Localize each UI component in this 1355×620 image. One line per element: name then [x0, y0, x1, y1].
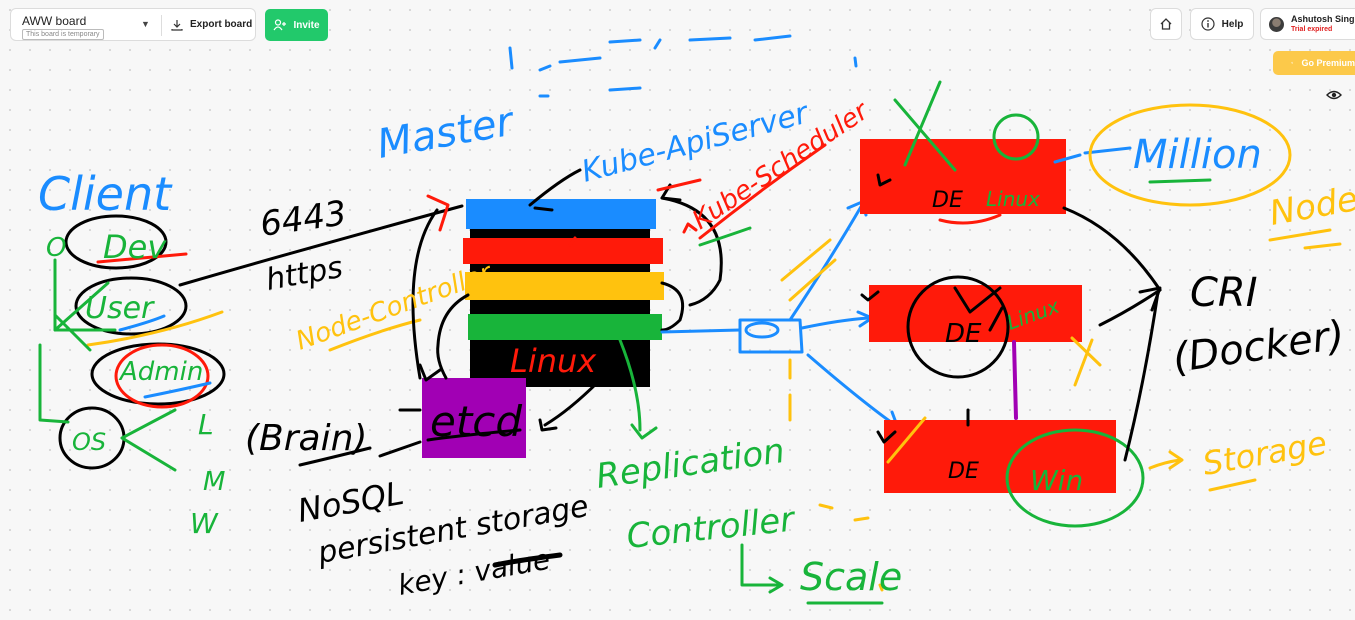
- million-label: Million: [1133, 132, 1262, 178]
- dev-label: Dev: [103, 228, 167, 266]
- go-premium-button[interactable]: Go Premium: [1273, 51, 1355, 75]
- export-board-label: Export board: [190, 19, 253, 30]
- million-circle: [1088, 103, 1292, 207]
- m-label: M: [203, 467, 225, 497]
- worker-node-3: [884, 420, 1116, 493]
- scale-label: Scale: [800, 555, 902, 599]
- add-user-icon: [273, 19, 287, 31]
- trial-status: Trial expired: [1291, 26, 1333, 33]
- etcd-link-layer: [468, 314, 662, 340]
- eye-icon[interactable]: [1326, 89, 1342, 101]
- master-label: Master: [374, 98, 519, 167]
- node3-windows-label: Win: [1030, 464, 1083, 497]
- go-premium-label: Go Premium: [1301, 58, 1355, 68]
- user-label: User: [85, 291, 155, 326]
- node-hub-box: [738, 318, 804, 354]
- board-name[interactable]: AWW board: [22, 14, 87, 28]
- export-board-button[interactable]: Export board: [171, 9, 252, 40]
- user-name: Ashutosh Singh: [1291, 14, 1355, 24]
- kube-scheduler-layer: [463, 238, 663, 264]
- toolbar-divider: [161, 15, 162, 36]
- node-controller-layer: [465, 272, 664, 300]
- master-linux-label: Linux: [510, 342, 597, 380]
- diamond-icon: [1291, 62, 1294, 65]
- kube-apiserver-layer: [466, 199, 656, 229]
- docker-label: (Docker): [1170, 312, 1347, 382]
- nosql-label: NoSQL: [295, 474, 407, 530]
- home-icon: [1160, 18, 1172, 30]
- download-icon: [171, 19, 183, 31]
- client-label: Client: [38, 167, 173, 221]
- user-menu-button[interactable]: Ashutosh Singh Trial expired: [1260, 8, 1355, 40]
- brain-label: (Brain): [245, 418, 367, 459]
- node1-linux-label: Linux: [986, 187, 1040, 211]
- etcd-box: [422, 378, 526, 458]
- node2-label: DE: [945, 319, 982, 349]
- avatar: [1269, 17, 1284, 32]
- node1-label: DE: [932, 188, 963, 213]
- etcd-label: etcd: [430, 397, 522, 446]
- help-button[interactable]: Help: [1190, 8, 1254, 40]
- invite-button[interactable]: Invite: [265, 9, 328, 41]
- help-label: Help: [1221, 18, 1244, 30]
- l-label: L: [198, 408, 214, 441]
- admin-label: Admin: [118, 357, 203, 387]
- port-label: 6443: [258, 193, 349, 245]
- node-label: Node: [1267, 179, 1355, 234]
- invite-label: Invite: [293, 19, 320, 31]
- dev-circle: [64, 214, 168, 270]
- user-circle: [74, 276, 188, 336]
- storage-label: Storage: [1200, 424, 1330, 483]
- controller-label: Controller: [625, 499, 798, 557]
- os-label: OS: [72, 428, 106, 456]
- node3-label: DE: [948, 459, 979, 484]
- o-label: O: [46, 233, 66, 263]
- info-icon: [1201, 17, 1215, 31]
- cri-label: CRI: [1190, 270, 1258, 316]
- replication-label: Replication: [594, 431, 787, 497]
- temporary-badge: This board is temporary: [22, 29, 104, 40]
- home-button[interactable]: [1150, 8, 1182, 40]
- chevron-down-icon[interactable]: ▼: [141, 19, 150, 29]
- w-label: W: [190, 507, 219, 540]
- worker-node-2: [869, 285, 1082, 342]
- board-name-panel[interactable]: AWW board This board is temporary ▼ Expo…: [10, 8, 256, 41]
